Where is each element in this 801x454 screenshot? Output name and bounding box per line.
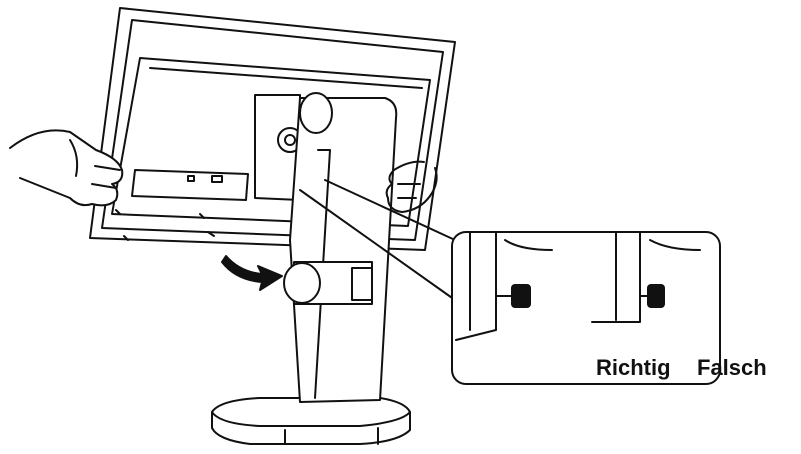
stand-column <box>283 92 398 403</box>
detail-callout <box>451 231 721 385</box>
label-correct: Richtig <box>596 355 671 380</box>
callout-lines <box>299 179 456 301</box>
label-incorrect: Falsch <box>697 355 767 380</box>
rotation-arrow-icon <box>221 255 283 291</box>
stand-base <box>211 397 411 445</box>
hands <box>9 129 438 213</box>
